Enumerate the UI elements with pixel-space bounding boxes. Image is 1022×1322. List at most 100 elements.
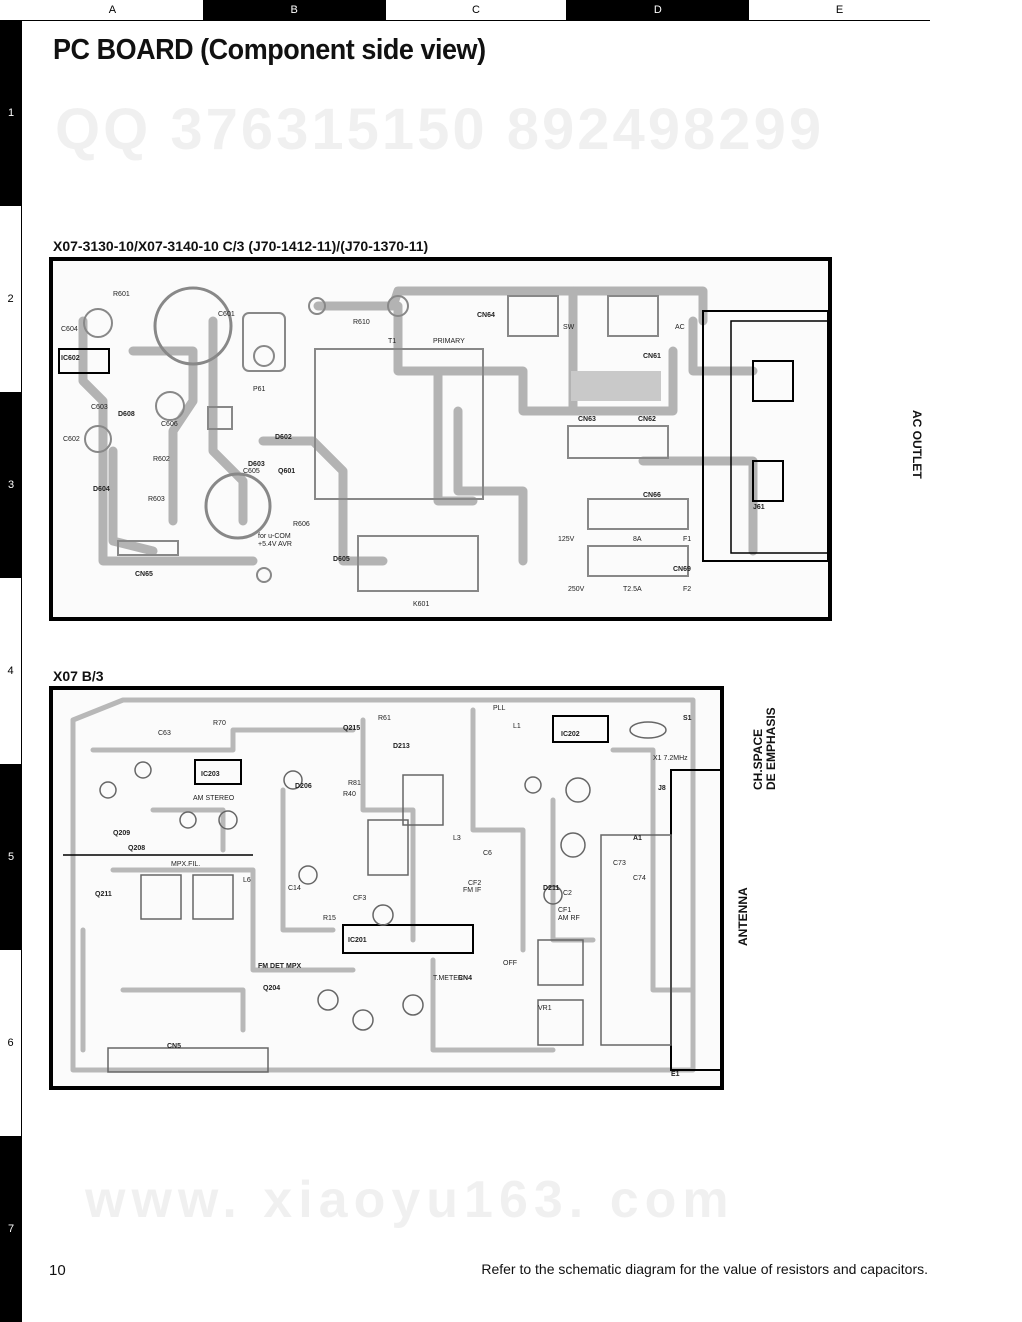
svg-text:C606: C606 [161,421,178,428]
svg-text:F1: F1 [683,536,691,543]
svg-text:IC602: IC602 [61,355,80,362]
svg-text:R15: R15 [323,915,336,922]
row-label: 1 [0,20,22,206]
svg-text:CF3: CF3 [353,895,366,902]
svg-text:C2: C2 [563,890,572,897]
svg-text:R603: R603 [148,496,165,503]
svg-text:D211: D211 [543,885,559,892]
column-grid: A B C D E [22,0,930,21]
svg-text:T2.5A: T2.5A [623,586,642,593]
svg-text:C604: C604 [61,326,78,333]
watermark: QQ 376315150 892498299 [55,97,825,162]
page-title: PC BOARD (Component side view) [53,34,486,66]
svg-text:SW: SW [563,324,575,331]
antenna-label: ANTENNA [736,887,750,946]
svg-text:D608: D608 [118,411,135,418]
svg-text:R40: R40 [343,791,356,798]
svg-text:F2: F2 [683,586,691,593]
svg-text:Q601: Q601 [278,468,295,475]
svg-text:C6: C6 [483,850,492,857]
svg-text:R602: R602 [153,456,170,463]
svg-text:PRIMARY: PRIMARY [433,338,465,345]
svg-text:C74: C74 [633,875,646,882]
svg-text:Q208: Q208 [128,845,145,852]
svg-text:L3: L3 [453,835,461,842]
svg-text:for u-COM: for u-COM [258,533,291,540]
row-label: 7 [0,1136,22,1322]
svg-text:R70: R70 [213,720,226,727]
column-label: B [202,0,385,20]
column-label: D [566,0,749,20]
svg-text:S1: S1 [683,715,692,722]
svg-text:C14: C14 [288,885,301,892]
power-board-traces: CN64 CN61 CN63 CN62 CN66 CN69 CN65 IC602… [58,286,828,608]
svg-text:D604: D604 [93,486,110,493]
svg-text:R610: R610 [353,319,370,326]
svg-text:CF1: CF1 [558,907,571,914]
svg-text:CN62: CN62 [638,416,656,423]
row-label: 2 [0,206,22,392]
svg-text:C605: C605 [243,468,260,475]
svg-text:D602: D602 [275,434,292,441]
board-title: X07 B/3 [53,668,104,684]
svg-text:+5.4V AVR: +5.4V AVR [258,541,292,548]
ac-outlet-label: AC OUTLET [910,410,924,479]
page-number: 10 [49,1262,66,1279]
svg-text:IC203: IC203 [201,771,220,778]
svg-text:CF2: CF2 [468,880,481,887]
svg-text:D603: D603 [248,461,265,468]
svg-text:Q204: Q204 [263,985,280,992]
ch-space-de-emphasis-label: CH.SPACE DE EMPHASIS [751,707,778,790]
svg-text:J8: J8 [658,785,666,792]
column-label: A [22,0,203,20]
svg-text:D213: D213 [393,743,410,750]
svg-text:AM RF: AM RF [558,915,580,922]
svg-text:C602: C602 [63,436,80,443]
svg-text:Q209: Q209 [113,830,130,837]
svg-text:L1: L1 [513,723,521,730]
row-grid: 1 2 3 4 5 6 7 [0,20,22,1322]
svg-text:CN69: CN69 [673,566,691,573]
row-label: 5 [0,764,22,950]
svg-text:R81: R81 [348,780,361,787]
svg-text:C603: C603 [91,404,108,411]
svg-text:AM STEREO: AM STEREO [193,795,235,802]
svg-text:CN65: CN65 [135,571,153,578]
svg-text:AC: AC [675,324,685,331]
svg-text:125V: 125V [558,536,575,543]
svg-text:J61: J61 [753,504,765,511]
svg-text:K601: K601 [413,601,429,608]
svg-text:C73: C73 [613,860,626,867]
svg-text:MPX.FIL.: MPX.FIL. [171,861,200,868]
svg-text:IC201: IC201 [348,937,367,944]
svg-text:R601: R601 [113,291,130,298]
svg-text:CN61: CN61 [643,353,661,360]
svg-text:P61: P61 [253,386,266,393]
row-label: 6 [0,950,22,1136]
svg-text:A1: A1 [633,835,642,842]
svg-text:IC202: IC202 [561,731,580,738]
board-title: X07-3130-10/X07-3140-10 C/3 (J70-1412-11… [53,238,429,254]
svg-text:CN64: CN64 [477,312,495,319]
svg-text:R606: R606 [293,521,310,528]
svg-text:PLL: PLL [493,705,506,712]
svg-text:R61: R61 [378,715,391,722]
svg-text:CN66: CN66 [643,492,661,499]
svg-text:T1: T1 [388,338,396,345]
tuner-board-diagram: IC203 IC201 IC202 AM STEREO MPX.FIL. FM … [49,686,724,1090]
svg-text:FM IF: FM IF [463,887,481,894]
svg-text:8A: 8A [633,536,642,543]
svg-text:L6: L6 [243,877,251,884]
column-label: C [384,0,567,20]
svg-text:Q211: Q211 [95,891,112,898]
watermark: www. xiaoyu163. com [85,1171,735,1229]
svg-text:CN4: CN4 [458,975,472,982]
power-board-diagram: CN64 CN61 CN63 CN62 CN66 CN69 CN65 IC602… [49,257,832,621]
svg-text:CN5: CN5 [167,1043,181,1050]
row-label: 3 [0,392,22,578]
svg-text:Q215: Q215 [343,725,360,732]
svg-text:E1: E1 [671,1071,680,1078]
svg-text:OFF: OFF [503,960,517,967]
svg-text:X1 7.2MHz: X1 7.2MHz [653,755,688,762]
svg-text:C63: C63 [158,730,171,737]
